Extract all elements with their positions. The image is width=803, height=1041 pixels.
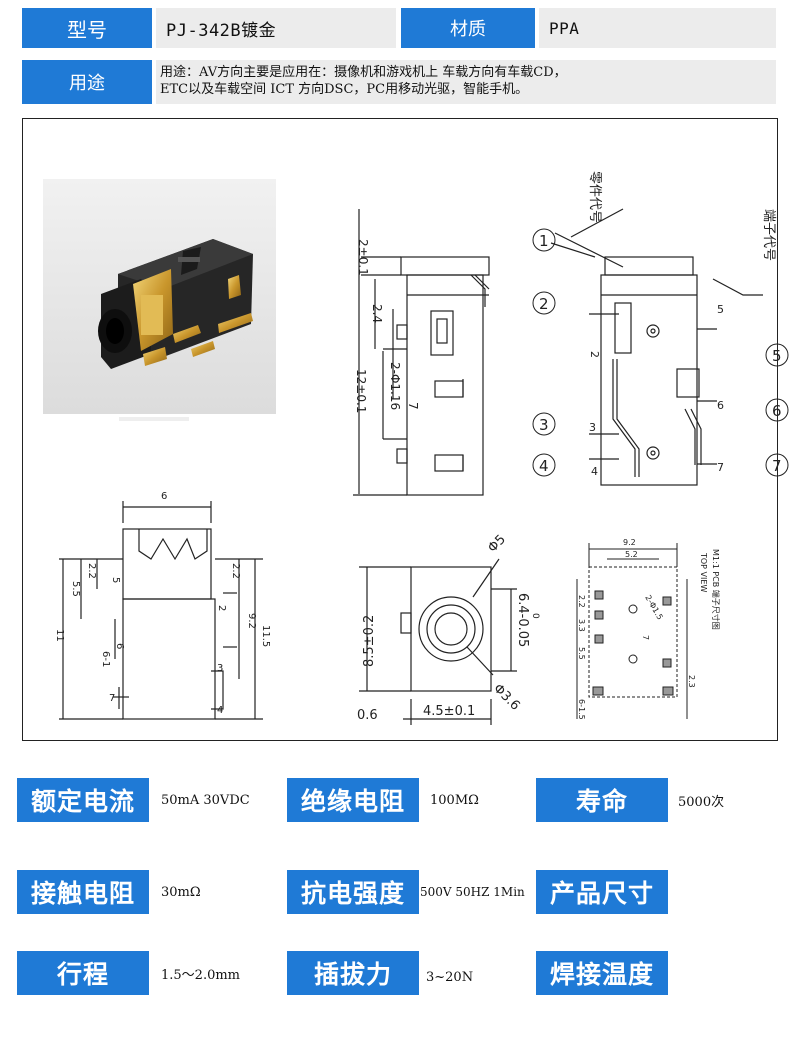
spec-value-dielectric: 500V 50HZ 1Min: [420, 885, 525, 899]
dim-6: 6: [161, 491, 167, 502]
callout-circles: 1 2 3 4 5 6 7: [532, 228, 789, 477]
spec-label-soldering-temp: 焊接温度: [536, 951, 668, 995]
front-dims: 8.5±0.2 Φ5 6.4-0.05 0 Φ3.6 0.6 4.5±0.1: [357, 532, 540, 723]
bl-pin-3: 3: [217, 663, 223, 674]
bottom-left-view: [59, 501, 263, 720]
callout-6: 6: [772, 402, 782, 420]
dim-11-5: 11.5: [260, 625, 271, 647]
bl-pin-5: 5: [110, 577, 121, 583]
spec-value-rated-current: 50mA 30VDC: [161, 792, 250, 808]
usage-line-1: 用途：AV方向主要是应用在：摄像机和游戏机上 车载方向有车载CD，: [160, 65, 567, 80]
spec-value-contact-resistance: 30mΩ: [161, 884, 201, 900]
spec-value-insertion-force: 3~20N: [426, 969, 474, 985]
pin-label-2: 2: [588, 351, 601, 358]
spec-label-contact-resistance: 接触电阻: [17, 870, 149, 914]
spec-label-rated-current: 额定电流: [17, 778, 149, 822]
dim-2-4: 2.4: [370, 304, 384, 323]
dim-phi5: Φ5: [485, 532, 509, 556]
pin-label-7: 7: [717, 461, 724, 474]
dim-12: 12±0.1: [354, 369, 368, 413]
usage-label: 用途: [22, 60, 152, 104]
usage-text: 用途：AV方向主要是应用在：摄像机和游戏机上 车载方向有车载CD， ETC以及车…: [156, 60, 776, 104]
pcb-dim-5-5: 5.5: [577, 647, 586, 660]
bl-pin-6: 6: [114, 643, 125, 649]
pin-label-6: 6: [717, 399, 724, 412]
pcb-footprint: [576, 543, 688, 719]
dim-6-4: 6.4-0.05: [515, 593, 530, 647]
callout-5: 5: [772, 347, 782, 365]
part-code-label: 零件代号: [587, 171, 602, 223]
side-view: [353, 209, 490, 496]
spec-value-stroke: 1.5～2.0mm: [161, 967, 241, 983]
bl-pin-4: 4: [217, 705, 223, 716]
spec-label-dielectric: 抗电强度: [287, 870, 419, 914]
dim-phi3-6: Φ3.6: [490, 681, 522, 713]
material-label: 材质: [401, 8, 535, 48]
spec-value-life: 5000次: [678, 794, 725, 810]
dim-0-6: 0.6: [357, 708, 378, 723]
spec-label-life: 寿命: [536, 778, 668, 822]
product-photo: [43, 179, 276, 421]
pin-label-4: 4: [591, 465, 598, 478]
pcb-side-text: M1:1 PCB 端子尺寸图: [711, 549, 721, 630]
drawing-panel: 2±0.1 2.4 2-Φ1.16 7 12±0.1 零件代号 端子代号 1 2…: [22, 118, 789, 741]
pcb-dim-2-3: 2.3: [687, 675, 696, 688]
callout-3: 3: [539, 416, 549, 434]
bl-pin-7: 7: [109, 693, 115, 704]
model-value: PJ-342B镀金: [156, 8, 396, 48]
spec-label-insulation: 绝缘电阻: [287, 778, 419, 822]
dim-top: 2±0.1: [356, 239, 370, 276]
pcb-dim-5-2: 5.2: [625, 550, 638, 559]
terminal-pin-labels: 2 3 4 5 6 7: [588, 303, 724, 478]
dim-2-2-right: 2.2: [230, 563, 241, 579]
pcb-dim-3-3: 3.3: [577, 619, 586, 632]
dim-holes: 2-Φ1.16: [388, 362, 402, 410]
callout-4: 4: [539, 457, 549, 475]
bl-pin-6-1: 6-1: [100, 651, 111, 667]
pcb-dim-2-phi: 2-Φ1.5: [643, 594, 664, 622]
spec-label-stroke: 行程: [17, 951, 149, 995]
dim-4-5: 4.5±0.1: [423, 704, 475, 719]
usage-line-2: ETC以及车载空间 ICT 方向DSC，PC用移动光驱，智能手机。: [160, 82, 529, 97]
terminal-code-label: 端子代号: [761, 209, 776, 261]
callout-2: 2: [539, 295, 549, 313]
dim-8-5: 8.5±0.2: [362, 615, 377, 667]
terminal-view: [550, 208, 763, 486]
pcb-dim-7: 7: [641, 635, 650, 640]
spec-label-insertion-force: 插拔力: [287, 951, 419, 995]
dim-9-2: 9.2: [246, 613, 257, 629]
pcb-dim-9-2: 9.2: [623, 538, 636, 547]
callout-7: 7: [772, 457, 782, 475]
pin-label-5: 5: [717, 303, 724, 316]
dim-5-5: 5.5: [70, 581, 81, 597]
material-value: PPA: [539, 8, 776, 48]
dim-7: 7: [406, 402, 420, 410]
front-view: [359, 558, 517, 725]
bottom-left-dims: 6 2.2 2.2 5.5 11 9.2 11.5 5 2 6 6-1 3 7 …: [54, 491, 271, 716]
dim-6-4-tol: 0: [530, 613, 540, 619]
spec-label-size: 产品尺寸: [536, 870, 668, 914]
pcb-top-view: TOP VIEW: [699, 552, 708, 592]
dim-11: 11: [54, 629, 65, 642]
pcb-dim-2-2: 2.2: [577, 595, 586, 608]
bl-pin-2: 2: [216, 605, 227, 611]
spec-value-insulation: 100MΩ: [430, 792, 479, 808]
pcb-dim-6-1-5: 6-1.5: [577, 699, 586, 720]
model-label: 型号: [22, 8, 152, 48]
technical-drawing: 2±0.1 2.4 2-Φ1.16 7 12±0.1 零件代号 端子代号 1 2…: [43, 171, 789, 725]
pin-label-3: 3: [589, 421, 596, 434]
callout-1: 1: [539, 232, 549, 250]
dim-2-2-left: 2.2: [86, 563, 97, 579]
